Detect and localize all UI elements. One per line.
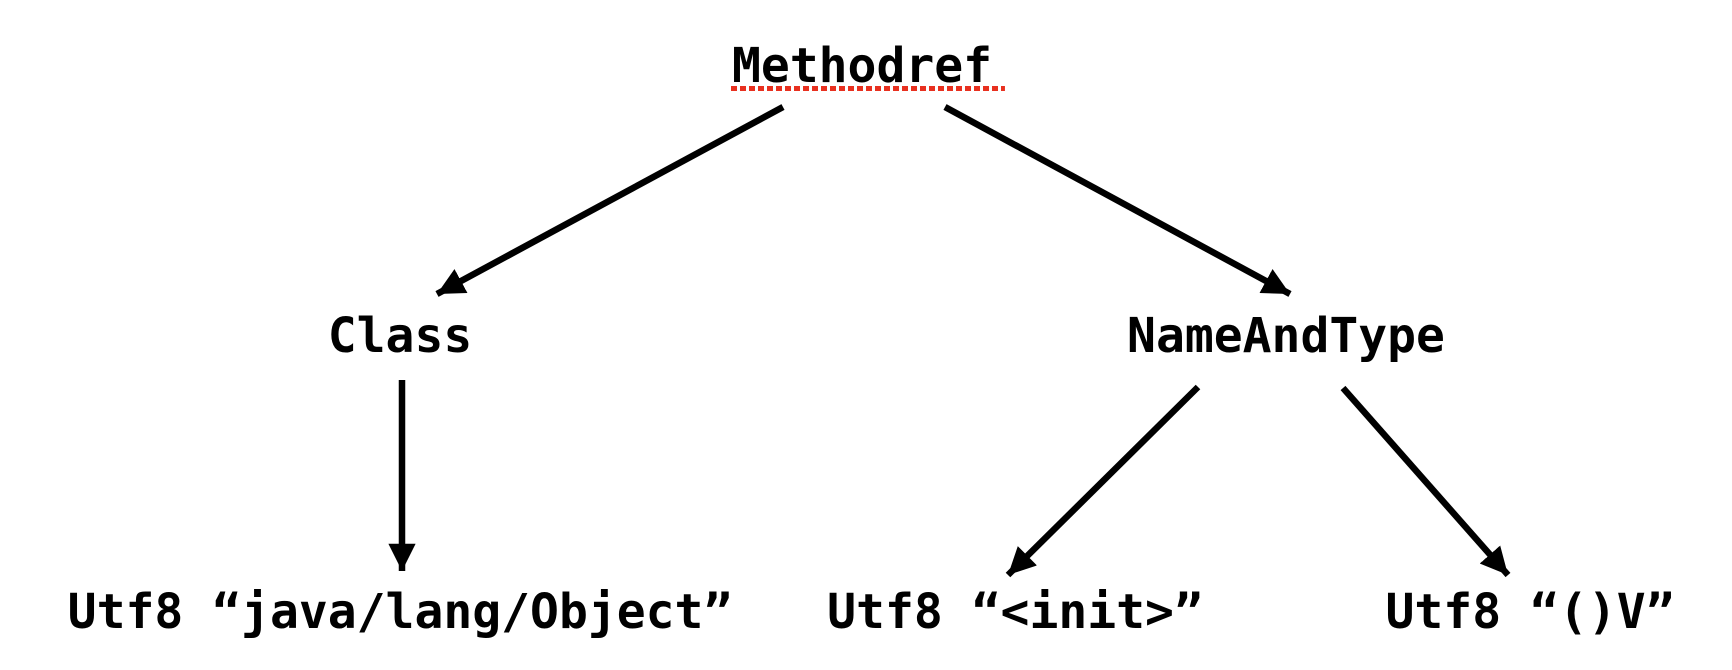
node-class: Class <box>328 310 473 362</box>
edge-methodref-nameandtype <box>943 104 1292 297</box>
node-class-label: Class <box>327 308 473 364</box>
node-utf8-init: Utf8 “<init>” <box>827 586 1203 638</box>
node-nameandtype: NameAndType <box>1127 310 1445 362</box>
node-methodref: Methodref <box>730 38 1006 94</box>
edge-nameandtype-utf8-v <box>1340 385 1511 578</box>
spellcheck-underline <box>730 86 1006 91</box>
edge-methodref-class <box>435 104 785 297</box>
node-methodref-label: Methodref <box>731 38 993 94</box>
node-nameandtype-label: NameAndType <box>1127 308 1445 364</box>
edge-nameandtype-utf8-init <box>1005 384 1201 578</box>
node-utf8-init-label: Utf8 “<init>” <box>827 584 1203 640</box>
node-utf8-v-label: Utf8 “()V” <box>1385 584 1675 640</box>
node-utf8-v: Utf8 “()V” <box>1386 586 1675 638</box>
node-utf8-java-lang-object: Utf8 “java/lang/Object” <box>68 586 733 638</box>
node-utf8-java-lang-object-label: Utf8 “java/lang/Object” <box>67 584 733 640</box>
